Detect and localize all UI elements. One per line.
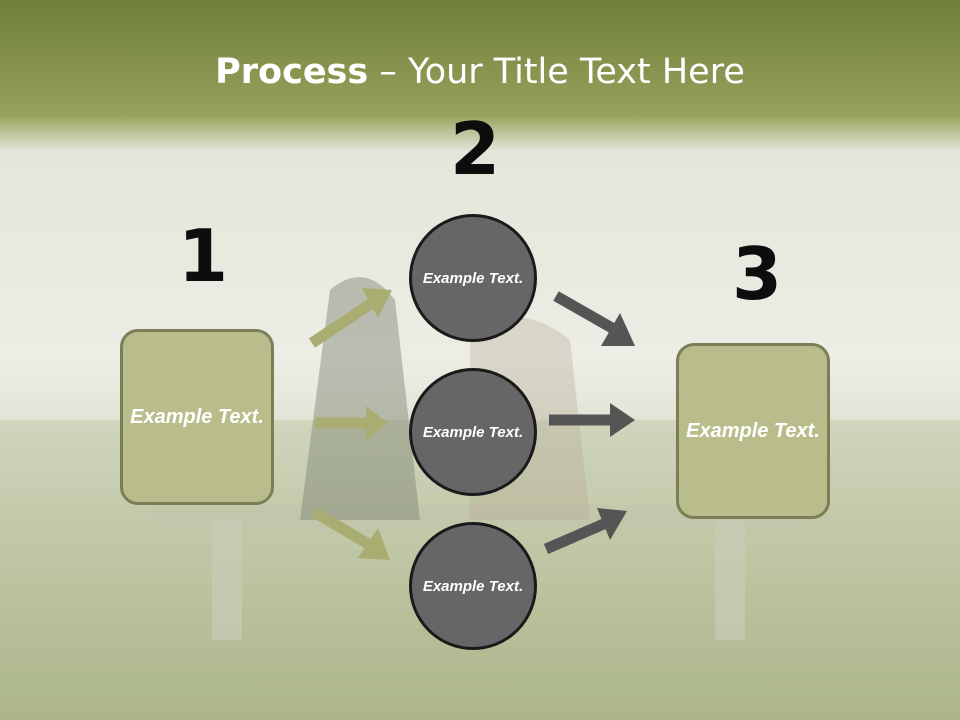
step-number-2: 2 — [450, 107, 501, 191]
right-text-box: Example Text. — [676, 343, 830, 519]
top-circle: Example Text. — [409, 214, 537, 342]
title-bold: Process — [215, 52, 369, 92]
bottom-circle: Example Text. — [409, 522, 537, 650]
middle-circle-text: Example Text. — [422, 423, 524, 441]
title-rest: – Your Title Text Here — [368, 52, 745, 92]
step-number-3: 3 — [732, 232, 783, 316]
step-number-1: 1 — [178, 214, 229, 298]
left-text-box: Example Text. — [120, 329, 274, 505]
middle-circle: Example Text. — [409, 368, 537, 496]
slide-title: Process – Your Title Text Here — [0, 52, 960, 92]
left-box-text: Example Text. — [130, 405, 264, 428]
top-circle-text: Example Text. — [422, 269, 524, 287]
bottom-circle-text: Example Text. — [422, 577, 524, 595]
right-box-text: Example Text. — [686, 419, 820, 442]
